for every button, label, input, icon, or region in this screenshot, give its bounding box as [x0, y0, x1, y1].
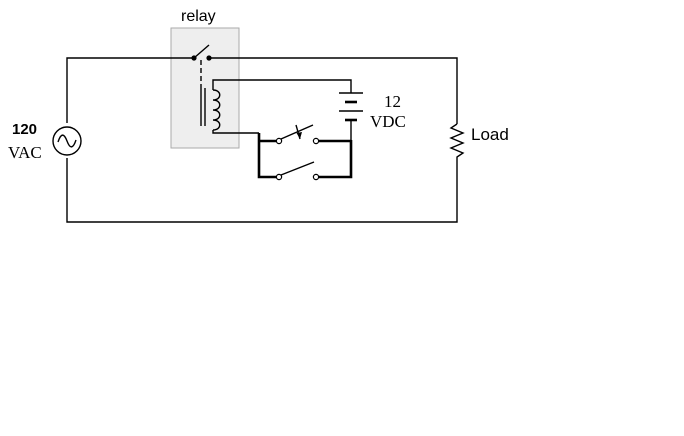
parallel-switches [257, 124, 353, 181]
lower-switch-terminal-left [275, 173, 283, 181]
battery-type-label: VDC [370, 112, 406, 131]
source-type-label: VAC [8, 143, 42, 162]
resistor-zigzag [449, 123, 465, 160]
coil-winding [212, 89, 221, 131]
switch-network-right-rail [316, 140, 353, 179]
upper-switch-terminal-left [275, 137, 283, 145]
coil-lead-bottom [212, 130, 259, 134]
relay-coil [200, 79, 352, 134]
coil-lead-top [212, 79, 352, 93]
lower-switch-terminal-right [312, 173, 320, 181]
upper-switch-arrowhead [296, 132, 302, 139]
bottom-wire [66, 158, 458, 223]
lower-switch-arm [280, 161, 315, 176]
switch-network-left-rail [257, 133, 279, 179]
upper-switch-terminal-right [312, 137, 320, 145]
source-voltage-label: 120 [12, 121, 37, 138]
load-resistor [449, 123, 465, 160]
battery-voltage-label: 12 [384, 92, 401, 111]
load-label: Load [471, 125, 509, 144]
relay-contact [191, 44, 212, 88]
top-wire-left [66, 57, 194, 123]
relay-contact-terminal-right [206, 55, 212, 61]
dc-battery [339, 92, 363, 140]
relay-label: relay [181, 8, 216, 25]
ac-source [52, 126, 82, 156]
main-circuit-loop [66, 57, 458, 223]
sine-wave-icon [57, 134, 77, 148]
upper-switch-arm [280, 124, 314, 140]
top-wire-right [209, 57, 458, 124]
relay-contact-arm [193, 44, 210, 59]
